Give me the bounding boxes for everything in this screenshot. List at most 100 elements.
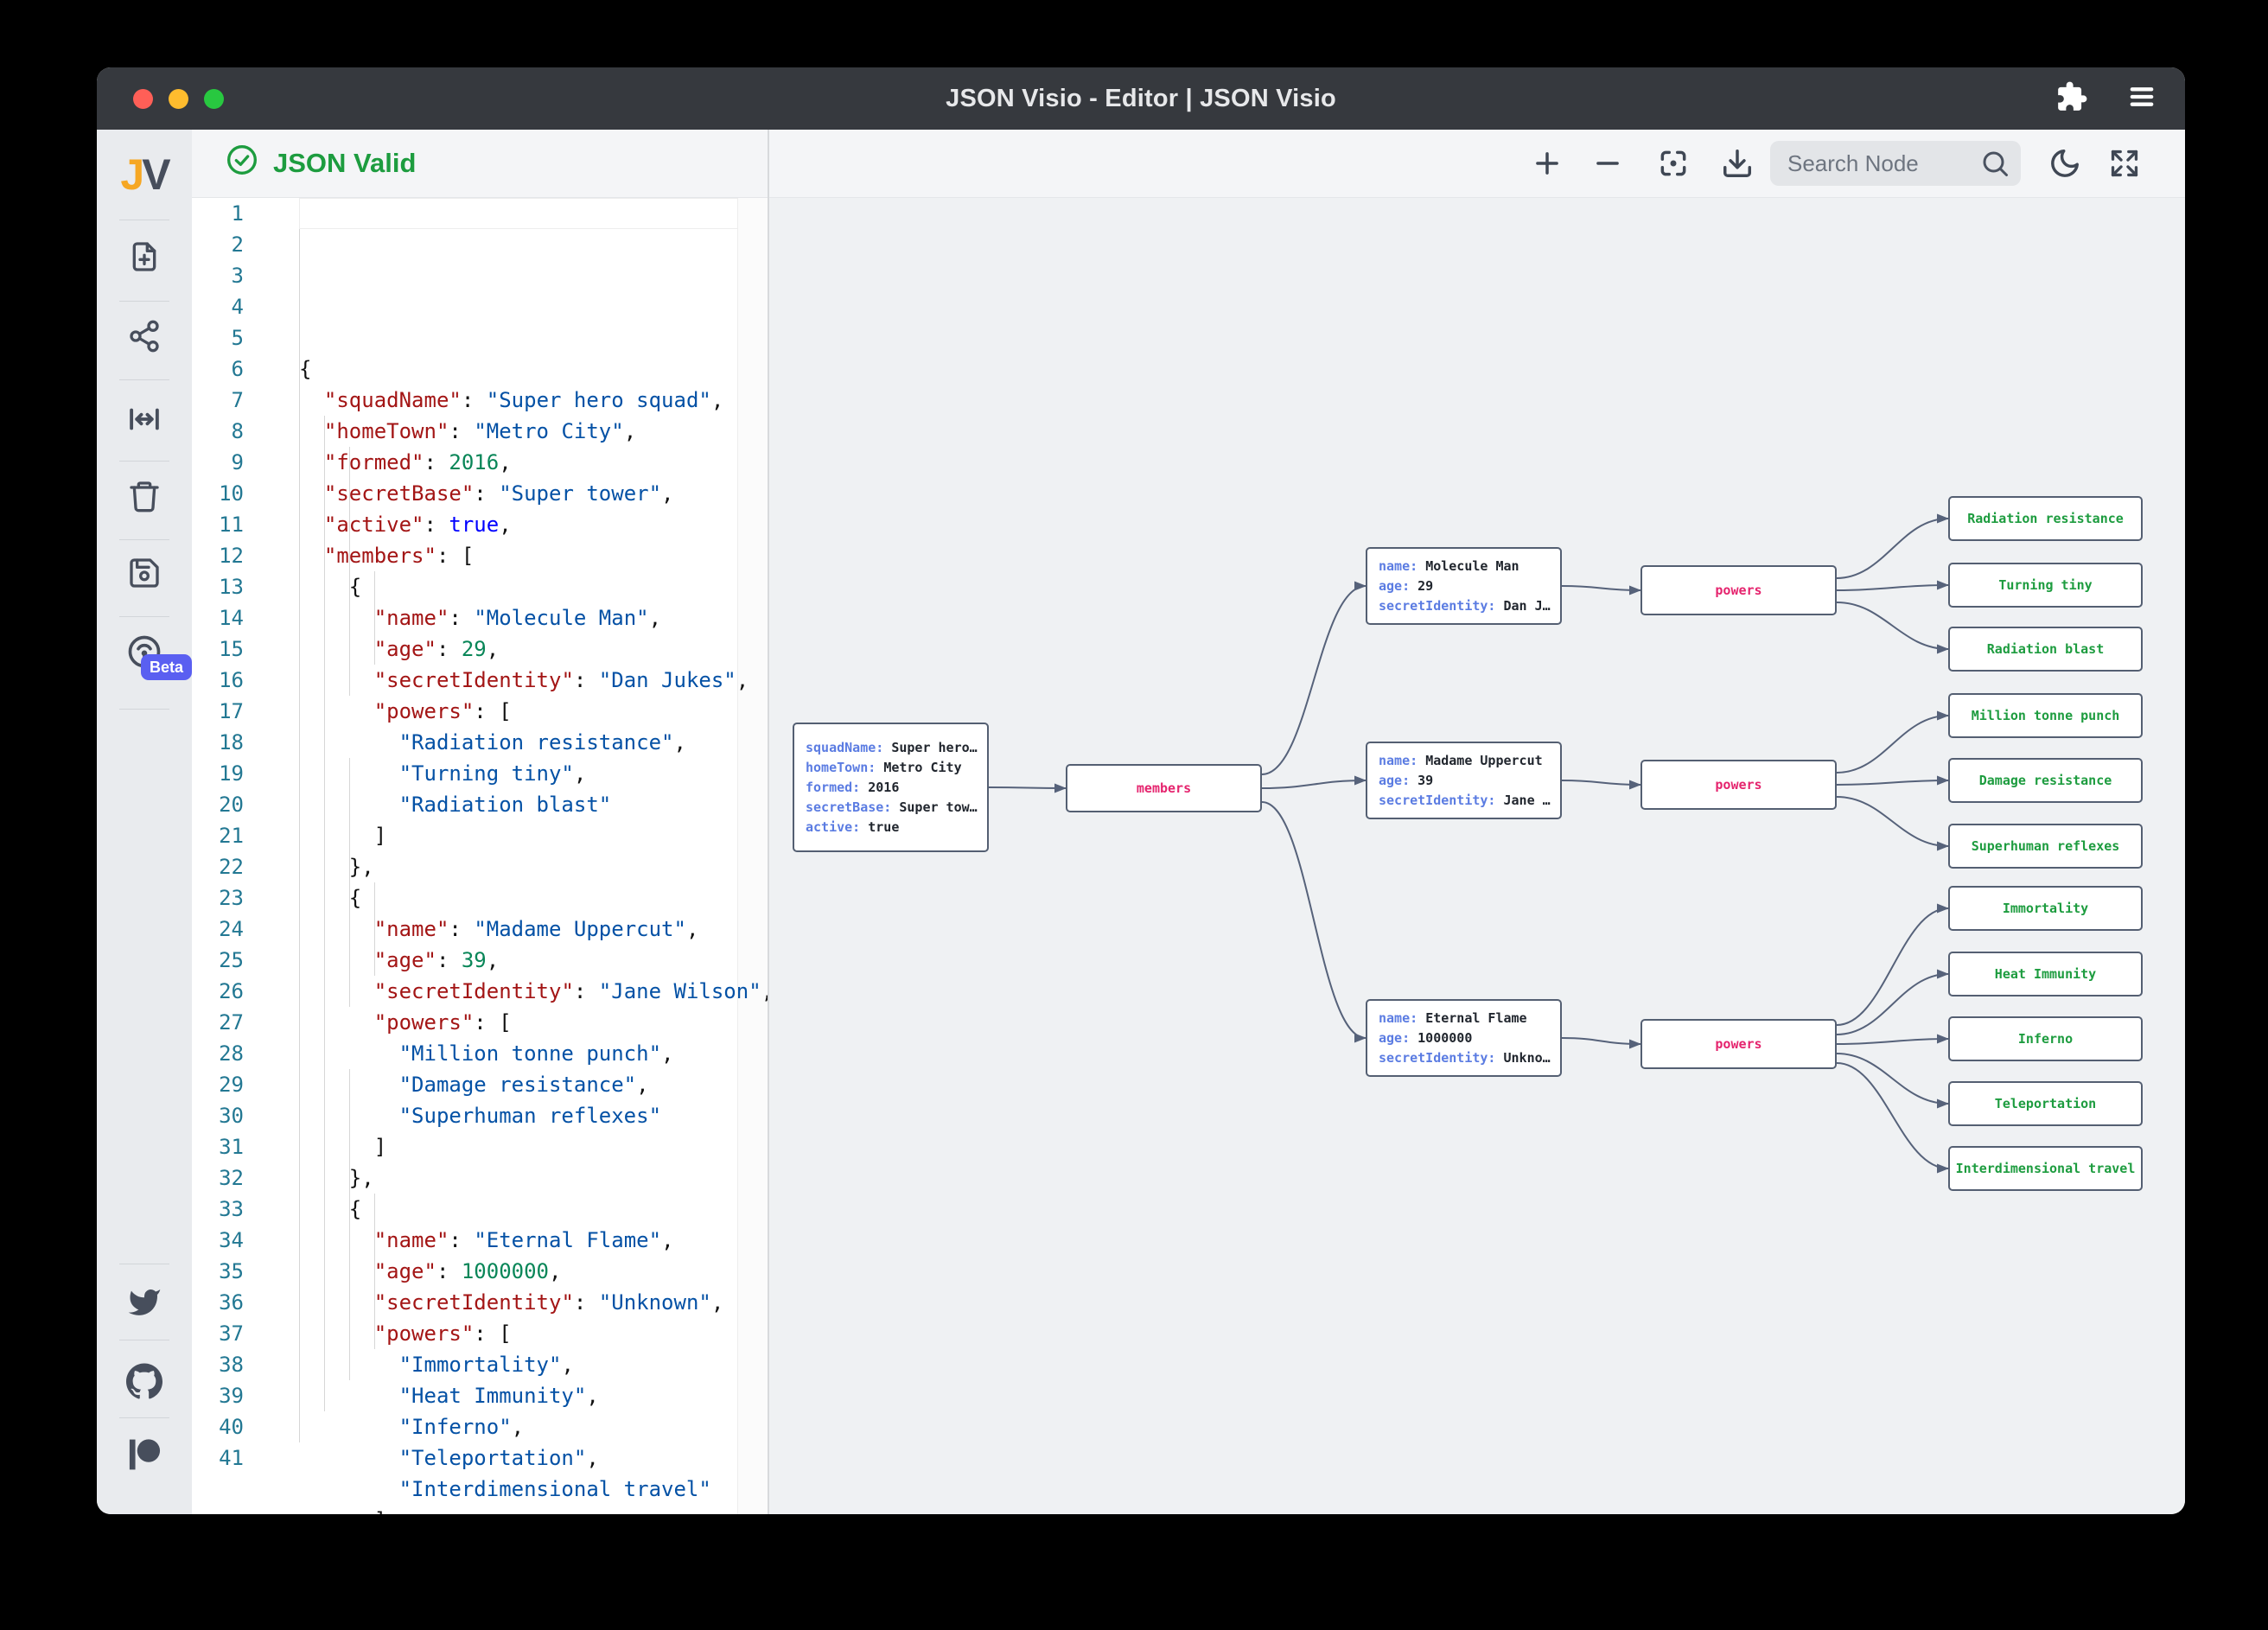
graph-node-power-value[interactable]: Teleportation <box>1948 1081 2143 1126</box>
line-number: 7 <box>231 388 244 412</box>
graph-toolbar <box>769 130 2185 198</box>
fullscreen-button[interactable] <box>2104 143 2145 184</box>
code-line[interactable]: "squadName": "Super hero squad", <box>323 388 724 412</box>
graph-node-powers[interactable]: powers <box>1640 1019 1837 1069</box>
window-title: JSON Visio - Editor | JSON Visio <box>946 84 1336 112</box>
download-image-button[interactable] <box>1717 143 1758 184</box>
search-node-input[interactable] <box>1770 141 2021 186</box>
menu-icon[interactable] <box>2125 80 2159 118</box>
graph-edges <box>988 513 1949 1174</box>
code-line[interactable]: "members": [ <box>323 544 475 568</box>
code-line[interactable]: }, <box>299 855 374 879</box>
line-number: 22 <box>219 855 244 879</box>
editor-scrollbar[interactable] <box>737 198 768 1514</box>
graph-node-power-value[interactable]: Superhuman reflexes <box>1948 824 2143 869</box>
code-line[interactable]: "age": 29, <box>373 637 500 661</box>
twitter-link[interactable] <box>124 1283 164 1322</box>
graph-node-power-value[interactable]: Heat Immunity <box>1948 952 2143 996</box>
graph-node-power-value[interactable]: Turning tiny <box>1948 563 2143 608</box>
line-number: 16 <box>219 668 244 692</box>
delete-json-button[interactable] <box>124 476 164 516</box>
extension-puzzle-icon[interactable] <box>2055 80 2088 118</box>
line-number: 9 <box>231 450 244 474</box>
code-line[interactable]: "Teleportation", <box>398 1446 599 1470</box>
code-line[interactable]: "powers": [ <box>373 1010 512 1035</box>
code-line[interactable]: "secretIdentity": "Dan Jukes", <box>373 668 749 692</box>
line-number: 34 <box>219 1228 244 1252</box>
code-line[interactable]: "Inferno", <box>398 1415 525 1439</box>
code-line[interactable]: "age": 39, <box>373 948 500 972</box>
graph-node-members[interactable]: members <box>1066 764 1262 812</box>
zoom-out-button[interactable] <box>1587 143 1628 184</box>
code-line[interactable]: { <box>299 357 312 381</box>
code-line[interactable]: "active": true, <box>323 513 512 537</box>
code-line[interactable]: { <box>299 1197 362 1221</box>
code-line[interactable]: "name": "Molecule Man", <box>373 606 662 630</box>
graph-node-power-value[interactable]: Interdimensional travel <box>1948 1146 2143 1191</box>
line-number: 38 <box>219 1353 244 1377</box>
save-button[interactable] <box>124 553 164 593</box>
line-number: 26 <box>219 979 244 1003</box>
line-number: 3 <box>231 264 244 288</box>
code-line[interactable]: "powers": [ <box>373 699 512 723</box>
code-area[interactable]: { "squadName": "Super hero squad", "home… <box>299 198 768 1514</box>
focus-center-button[interactable] <box>1653 143 1694 184</box>
code-line[interactable]: "secretIdentity": "Jane Wilson", <box>373 979 768 1003</box>
graph-node-root[interactable]: squadName: Super hero…homeTown: Metro Ci… <box>793 723 989 852</box>
zoom-in-button[interactable] <box>1526 143 1568 184</box>
code-line[interactable]: "secretIdentity": "Unknown", <box>373 1290 724 1315</box>
github-link[interactable] <box>124 1361 164 1401</box>
code-line[interactable]: "Turning tiny", <box>398 761 587 786</box>
line-number: 40 <box>219 1415 244 1439</box>
code-line[interactable]: ] <box>299 1135 387 1159</box>
code-line[interactable]: { <box>299 575 362 599</box>
code-line[interactable]: "Radiation resistance", <box>398 730 686 755</box>
code-line[interactable]: "Radiation blast" <box>398 793 612 817</box>
code-line[interactable]: "Interdimensional travel" <box>398 1477 711 1501</box>
code-line[interactable]: "Heat Immunity", <box>398 1384 599 1408</box>
code-line[interactable]: "Immortality", <box>398 1353 574 1377</box>
graph-node-power-value[interactable]: Inferno <box>1948 1016 2143 1061</box>
line-number: 28 <box>219 1041 244 1066</box>
patreon-link[interactable] <box>124 1435 164 1474</box>
code-line[interactable]: "powers": [ <box>373 1321 512 1346</box>
minimize-window-button[interactable] <box>169 88 188 109</box>
graph-node-power-value[interactable]: Immortality <box>1948 886 2143 931</box>
code-line[interactable]: "Superhuman reflexes" <box>398 1104 662 1128</box>
graph-node-power-value[interactable]: Damage resistance <box>1948 758 2143 803</box>
graph-node-power-value[interactable]: Radiation blast <box>1948 627 2143 672</box>
search-icon[interactable] <box>1979 148 2010 183</box>
code-line[interactable]: "secretBase": "Super tower", <box>323 481 674 506</box>
graph-node-powers[interactable]: powers <box>1640 760 1837 810</box>
code-line[interactable]: }, <box>299 1166 374 1190</box>
close-window-button[interactable] <box>133 88 153 109</box>
expand-width-button[interactable] <box>124 399 164 439</box>
code-line[interactable]: { <box>299 886 362 910</box>
code-line[interactable]: "homeTown": "Metro City", <box>323 419 637 443</box>
code-line[interactable]: "Damage resistance", <box>398 1073 649 1097</box>
code-line[interactable]: "name": "Eternal Flame", <box>373 1228 674 1252</box>
search-node-field <box>1770 141 2021 186</box>
code-line[interactable]: ] <box>299 1505 768 1514</box>
graph-canvas[interactable]: squadName: Super hero…homeTown: Metro Ci… <box>769 198 2185 1514</box>
code-line[interactable]: "name": "Madame Uppercut", <box>373 917 699 941</box>
code-line[interactable]: "formed": 2016, <box>323 450 512 474</box>
maximize-window-button[interactable] <box>204 88 224 109</box>
code-line[interactable]: "age": 1000000, <box>373 1259 562 1283</box>
new-document-button[interactable] <box>124 237 164 277</box>
graph-node-powers[interactable]: powers <box>1640 565 1837 615</box>
json-valid-status: JSON Valid <box>225 143 416 184</box>
graph-view-button[interactable] <box>124 316 164 356</box>
graph-node-power-value[interactable]: Radiation resistance <box>1948 496 2143 541</box>
code-line[interactable]: ] <box>299 824 387 848</box>
line-number: 39 <box>219 1384 244 1408</box>
graph-node-power-value[interactable]: Million tonne punch <box>1948 693 2143 738</box>
dark-mode-moon-icon[interactable] <box>2044 143 2086 184</box>
line-number: 29 <box>219 1073 244 1097</box>
code-line[interactable]: "Million tonne punch", <box>398 1041 674 1066</box>
